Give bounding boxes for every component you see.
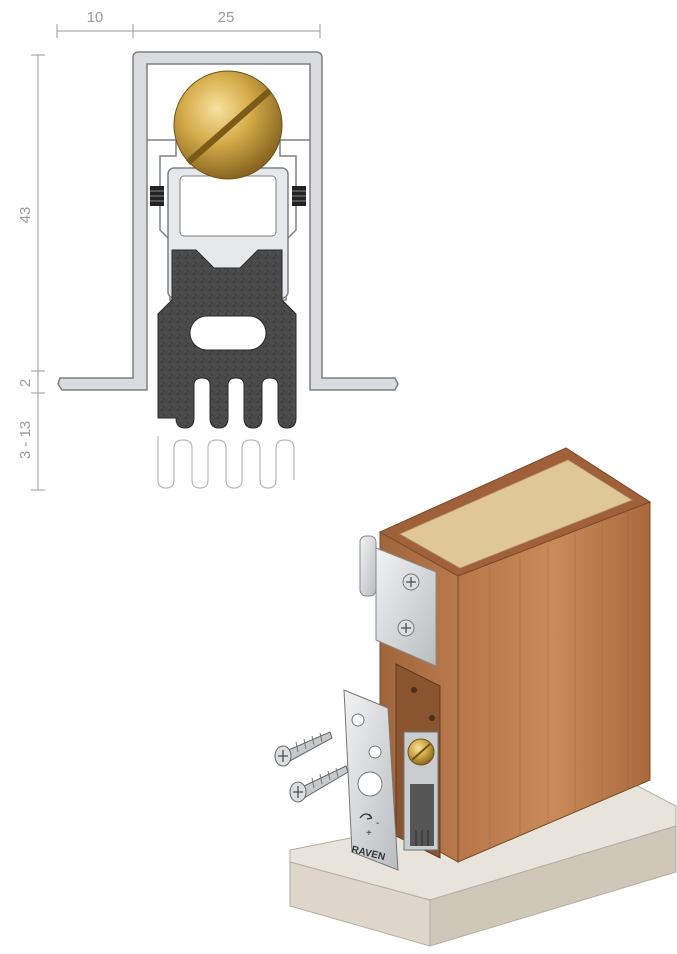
dim-height-main: 43 [17, 207, 34, 224]
dim-top-left: 10 [87, 9, 104, 26]
dimension-lines [31, 24, 321, 491]
screw-lower [289, 765, 349, 803]
floor-slab-side [429, 825, 677, 947]
end-plate-minus: - [376, 818, 379, 829]
adjuster-slot [186, 88, 272, 165]
door-core [399, 459, 633, 569]
adjust-arrow-icon [359, 813, 373, 820]
end-plate-adjust-hole [357, 771, 383, 797]
seal-extended-outline [157, 436, 295, 489]
hinge-knuckle [359, 535, 377, 597]
end-plate-hole-middle [368, 745, 382, 759]
hinge-leaf [375, 547, 437, 667]
aluminium-housing [57, 51, 399, 391]
door-installation-illustration: + - RAVEN [274, 447, 677, 947]
end-plate-hole-upper [351, 713, 365, 727]
dim-drop-range: 3 - 13 [17, 421, 34, 459]
seal-hollow [189, 315, 267, 351]
screw-upper [274, 731, 333, 767]
end-plate-plus: + [366, 828, 372, 839]
dim-height-flange: 2 [17, 379, 34, 387]
seal-cross-section [57, 51, 399, 489]
dim-top-right: 25 [218, 9, 235, 26]
cross-screw-icon [278, 750, 288, 762]
